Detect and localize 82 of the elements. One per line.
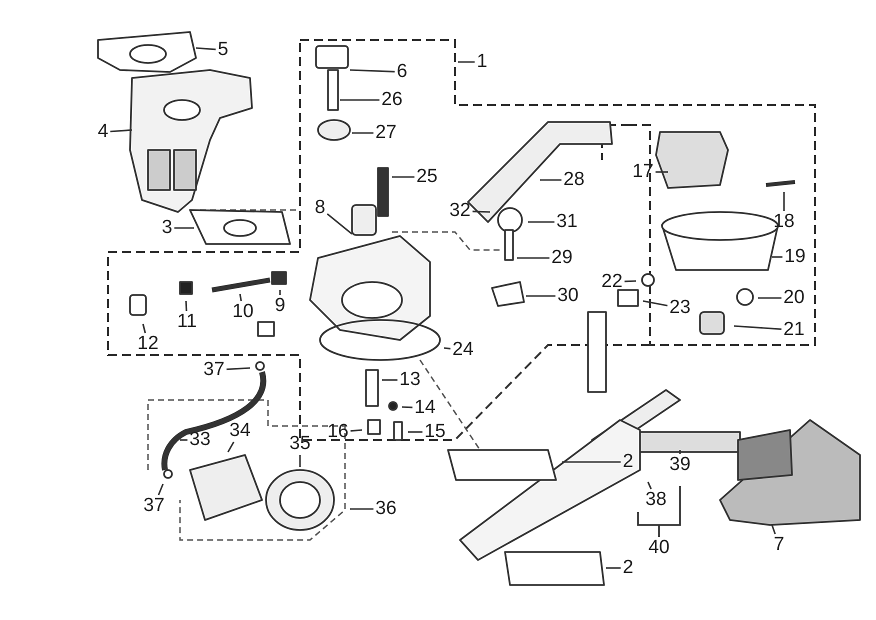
callout-number: 6 bbox=[396, 62, 408, 82]
callout-number: 26 bbox=[381, 90, 403, 110]
callout-number: 38 bbox=[645, 490, 667, 510]
callout-number: 18 bbox=[773, 212, 795, 232]
callout-number: 22 bbox=[601, 272, 623, 292]
leader-line bbox=[772, 256, 782, 258]
callout-number: 17 bbox=[632, 162, 654, 182]
callout-number: 13 bbox=[399, 370, 421, 390]
callout-number: 19 bbox=[784, 247, 806, 267]
leader-line bbox=[540, 179, 562, 181]
leader-line bbox=[642, 300, 668, 306]
callout-number: 2 bbox=[622, 558, 634, 578]
callout-number: 39 bbox=[669, 455, 691, 475]
callout-number: 35 bbox=[289, 434, 311, 454]
leader-line bbox=[392, 176, 414, 178]
callout-number: 29 bbox=[551, 248, 573, 268]
callout-number: 31 bbox=[556, 212, 578, 232]
callout-number: 37 bbox=[203, 360, 225, 380]
callout-number: 16 bbox=[327, 422, 349, 442]
leader-line bbox=[758, 297, 782, 299]
leader-line bbox=[185, 300, 188, 312]
leader-line bbox=[408, 431, 422, 433]
callout-number: 25 bbox=[416, 167, 438, 187]
callout-number: 10 bbox=[232, 302, 254, 322]
callout-number: 7 bbox=[774, 535, 784, 555]
leader-line bbox=[783, 192, 785, 211]
callout-number: 5 bbox=[218, 40, 228, 60]
leader-line bbox=[180, 439, 188, 441]
leader-line bbox=[606, 567, 621, 569]
callout-number: 32 bbox=[449, 201, 471, 221]
leader-line bbox=[340, 99, 380, 101]
leader-line bbox=[679, 450, 681, 454]
leader-line bbox=[647, 482, 652, 490]
callout-number: 9 bbox=[274, 296, 286, 316]
leader-line bbox=[656, 171, 668, 173]
leader-line bbox=[350, 69, 395, 73]
leader-line bbox=[158, 484, 164, 496]
leader-line bbox=[174, 227, 194, 229]
callout-number: 12 bbox=[137, 334, 159, 354]
leader-line bbox=[517, 257, 550, 259]
leader-line bbox=[196, 47, 216, 50]
callout-number: 30 bbox=[557, 286, 579, 306]
leader-line bbox=[227, 442, 234, 452]
callout-number: 3 bbox=[162, 218, 172, 238]
leader-line bbox=[350, 429, 362, 432]
leader-line bbox=[444, 347, 451, 350]
leader-line bbox=[279, 290, 281, 295]
callout-number: 24 bbox=[452, 340, 474, 360]
leader-line bbox=[110, 129, 132, 132]
callout-number: 28 bbox=[563, 170, 585, 190]
leader-line bbox=[350, 508, 374, 510]
leader-line bbox=[299, 455, 301, 467]
callout-number: 8 bbox=[314, 198, 326, 218]
leader-line bbox=[142, 324, 146, 334]
callout-number: 40 bbox=[648, 538, 670, 558]
callout-number: 36 bbox=[375, 499, 397, 519]
leader-line bbox=[458, 61, 475, 63]
callout-number: 37 bbox=[143, 496, 165, 516]
leader-line bbox=[382, 379, 398, 381]
callout-number: 33 bbox=[189, 430, 211, 450]
callout-number: 15 bbox=[424, 422, 446, 442]
leader-line bbox=[734, 325, 782, 330]
callout-number: 1 bbox=[476, 52, 488, 72]
callout-number: 27 bbox=[375, 123, 397, 143]
callout-number: 34 bbox=[229, 421, 251, 441]
leader-line bbox=[624, 280, 636, 282]
callout-number: 4 bbox=[98, 122, 108, 142]
callout-number: 23 bbox=[669, 298, 691, 318]
leader-line bbox=[771, 524, 776, 534]
callout-number: 14 bbox=[414, 398, 436, 418]
callout-number: 11 bbox=[177, 312, 197, 332]
leader-line bbox=[352, 132, 374, 134]
leader-line bbox=[528, 221, 554, 223]
leader-line bbox=[472, 210, 490, 213]
leader-line bbox=[526, 295, 556, 297]
callout-number: 21 bbox=[783, 320, 805, 340]
callout-number: 20 bbox=[783, 288, 805, 308]
leader-line bbox=[226, 367, 250, 370]
callout-number: 2 bbox=[622, 452, 634, 472]
leader-line bbox=[326, 213, 352, 235]
leader-line bbox=[402, 406, 412, 408]
leader-line bbox=[239, 294, 242, 302]
